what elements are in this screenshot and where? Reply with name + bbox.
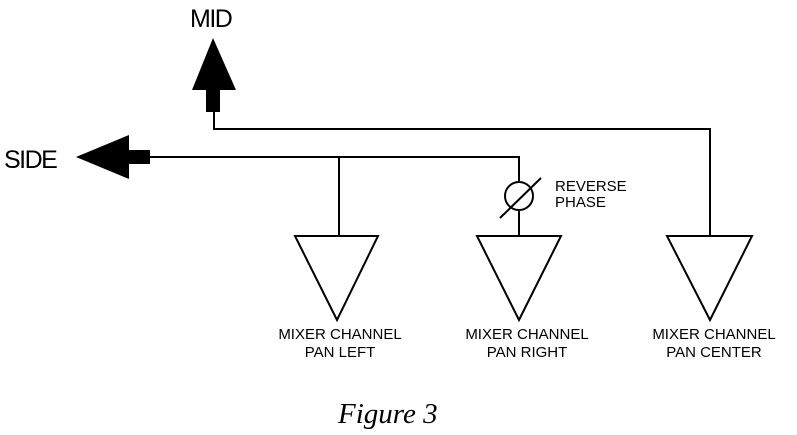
channel-left-label-line1: MIXER CHANNEL	[278, 326, 401, 343]
figure-caption: Figure 3	[337, 398, 438, 430]
reverse-phase-label-line2: PHASE	[555, 194, 606, 211]
mixer-channel-center-icon	[665, 235, 754, 323]
side-label: SIDE	[4, 146, 57, 174]
mid-arrow-icon	[192, 38, 236, 112]
mid-bus-wire	[213, 112, 711, 236]
reverse-phase-label-line1: REVERSE	[555, 178, 627, 195]
channel-right-label-line1: MIXER CHANNEL	[465, 326, 588, 343]
side-bus-wire	[150, 156, 520, 182]
mixer-channel-left-icon	[293, 235, 380, 323]
channel-center-label-line2: PAN CENTER	[666, 344, 762, 361]
side-arrow-icon	[76, 135, 150, 179]
reverse-phase-icon	[499, 177, 542, 219]
mid-label: MID	[190, 5, 232, 33]
channel-left-label-line2: PAN LEFT	[305, 344, 376, 361]
channel-right-label-line2: PAN RIGHT	[487, 344, 568, 361]
channel-center-label-line1: MIXER CHANNEL	[652, 326, 775, 343]
mixer-channel-right-icon	[475, 235, 563, 323]
